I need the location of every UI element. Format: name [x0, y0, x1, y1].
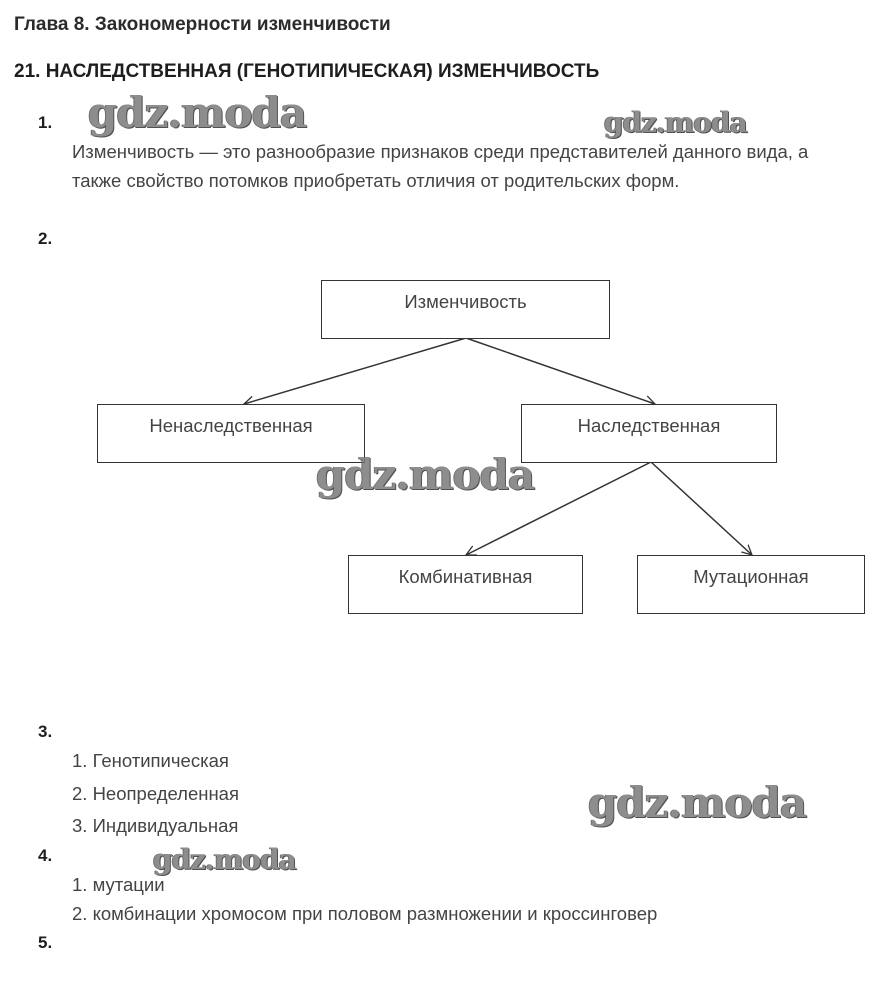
arrow-root-to-nonhereditary [244, 337, 467, 404]
diagram-node-mutational: Мутационная [637, 555, 865, 614]
task-3-item: 3. Индивидуальная [72, 815, 239, 836]
watermark: gdz.moda [316, 450, 535, 499]
watermark: gdz.moda [604, 106, 748, 139]
diagram-node-root: Изменчивость [321, 280, 610, 339]
diagram-node-nonhereditary: Ненаследственная [97, 404, 365, 463]
watermark: gdz.moda [588, 778, 807, 827]
arrow-root-to-hereditary [465, 337, 655, 404]
diagram-node-hereditary: Наследственная [521, 404, 777, 463]
task-4-number: 4. [38, 846, 53, 865]
chapter-title: Глава 8. Закономерности изменчивости [14, 14, 391, 35]
watermark: gdz.moda [88, 88, 307, 137]
task-1-answer: Изменчивость — это разнообразие признако… [72, 141, 809, 191]
task-4-item: 1. мутации [72, 874, 165, 895]
diagram-node-combinative: Комбинативная [348, 555, 583, 614]
task-3-item: 2. Неопределенная [72, 783, 239, 804]
task-3-number: 3. [38, 722, 53, 741]
arrow-hereditary-to-combinative [466, 461, 652, 556]
section-title: 21. НАСЛЕДСТВЕННАЯ (ГЕНОТИПИЧЕСКАЯ) ИЗМЕ… [14, 61, 600, 82]
task-3-item: 1. Генотипическая [72, 750, 229, 771]
task-1-number: 1. [38, 113, 53, 132]
task-2-number: 2. [38, 229, 53, 248]
watermark: gdz.moda [153, 843, 297, 876]
arrow-hereditary-to-mutational [650, 461, 752, 555]
task-5-number: 5. [38, 933, 53, 952]
task-4-item: 2. комбинации хромосом при половом размн… [72, 903, 658, 924]
